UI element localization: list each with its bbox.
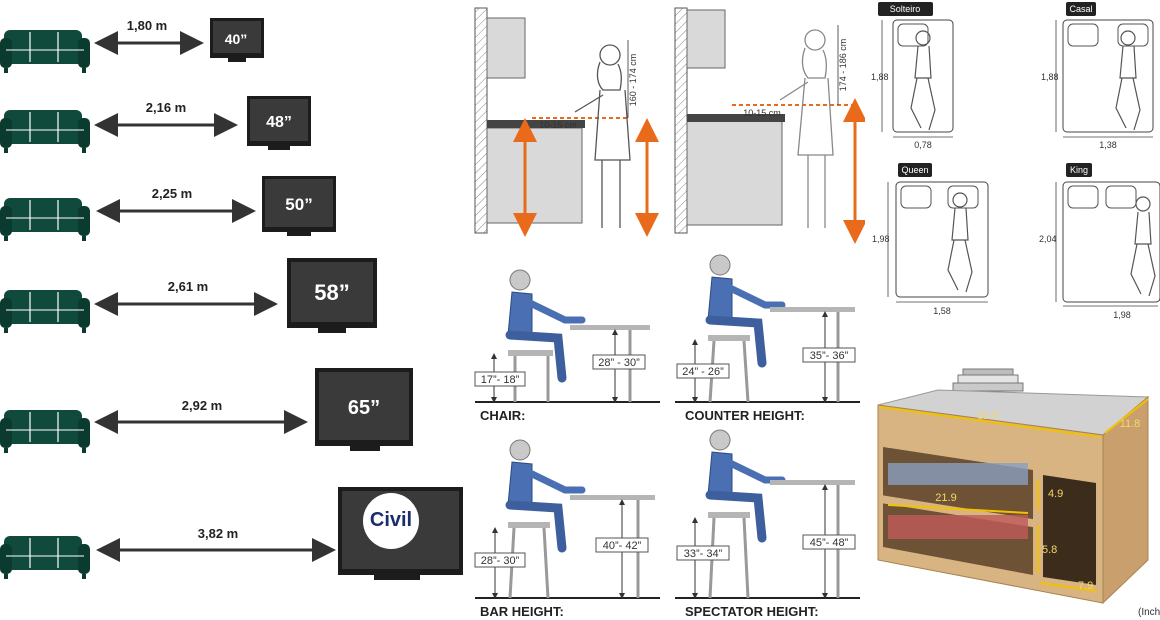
distance-label: 2,92 m	[182, 398, 222, 413]
distance-label: 2,25 m	[152, 186, 192, 201]
sofa-icon	[0, 29, 91, 74]
shelf-height-lower-label: 5.8	[1042, 544, 1057, 556]
person-icon	[508, 270, 582, 378]
bed-casal: Casal 1,88 1,38	[1041, 2, 1154, 150]
bench-depth-label: 11.8	[1120, 418, 1141, 430]
bed-width-label: 1,58	[933, 306, 951, 316]
counter-diagram: 24” - 26” 35”- 36” COUNTER HEIGHT:	[675, 255, 860, 423]
bed-width-label: 1,38	[1099, 140, 1117, 150]
bed-queen: Queen 1,98 1,58	[872, 163, 989, 316]
unit-label: (Inch	[1138, 607, 1160, 618]
bench-width-label: 31.5	[977, 410, 998, 422]
bed-name-label: Solteiro	[890, 4, 921, 14]
bed-length-label: 1,88	[1041, 72, 1059, 82]
bed-sizes-diagram: Solteiro 1,88 0,78 Casal 1,88 1,38 Queen…	[871, 2, 1160, 320]
inner-width-label: 21.9	[935, 492, 956, 504]
height-range-label: 174 - 186 cm	[838, 39, 848, 92]
bed-length-label: 1,98	[872, 234, 890, 244]
tv-row: 2,92 m 65”	[0, 368, 413, 454]
tv-row: 2,25 m 50”	[0, 176, 336, 242]
bed-length-label: 1,88	[871, 72, 889, 82]
chair-diagram: 17”- 18” 28” - 30” CHAIR:	[474, 270, 660, 423]
bed-name-label: Queen	[901, 165, 928, 175]
bed-king: King 2,04 1,98	[1039, 163, 1160, 320]
shelf-height-upper-label: 4.9	[1048, 488, 1063, 500]
bed-name-label: King	[1070, 165, 1088, 175]
table-height-label: 28” - 30”	[598, 357, 640, 369]
tv-size-label: 50”	[285, 195, 312, 214]
woman-icon	[574, 44, 631, 228]
civil-logo: Civil	[363, 493, 419, 549]
seat-height-label: 28”- 30”	[481, 555, 520, 567]
tv-icon	[210, 18, 264, 62]
distance-label: 3,82 m	[198, 526, 238, 541]
tv-size-label: 65”	[348, 397, 380, 419]
seating-type-label: COUNTER HEIGHT:	[685, 408, 805, 423]
bed-width-label: 0,78	[914, 140, 932, 150]
tv-row: 2,16 m 48”	[0, 96, 311, 154]
bar-diagram: 28”- 30” 40”- 42” BAR HEIGHT:	[474, 440, 660, 619]
sofa-icon	[0, 197, 91, 242]
sofa-icon	[0, 409, 91, 454]
books-icon	[952, 368, 1024, 392]
sofa-icon	[0, 109, 91, 154]
bed-solteiro: Solteiro 1,88 0,78	[871, 2, 954, 150]
side-width-label: 7.9	[1078, 580, 1093, 592]
spectator-diagram: 33”- 34” 45”- 48” SPECTATOR HEIGHT:	[675, 430, 860, 619]
tv-distance-chart: 1,80 m 40” 2,16 m 48” 2,25 m 50” 2,61 m	[0, 18, 463, 580]
shoe-bench-diagram: 31.5 11.8 21.9 4.9 5.8 7.9 (Inch	[877, 368, 1160, 618]
sofa-icon	[0, 289, 91, 334]
table-height-label: 40”- 42”	[603, 540, 642, 552]
offset-label: 10-15 cm	[539, 120, 577, 130]
seat-height-label: 17”- 18”	[481, 374, 520, 386]
tv-icon	[247, 96, 311, 150]
distance-label: 2,61 m	[168, 279, 208, 294]
woman-icon	[779, 29, 834, 228]
dimension-lines	[879, 398, 1149, 592]
tv-icon	[262, 176, 336, 236]
tv-row: 3,82 m Civil	[0, 487, 463, 580]
height-range-label: 160 - 174 cm	[628, 54, 638, 107]
seat-height-label: 33”- 34”	[684, 548, 723, 560]
distance-label: 1,80 m	[127, 18, 167, 33]
bench-frame	[877, 395, 1149, 605]
distance-label: 2,16 m	[146, 100, 186, 115]
seating-type-label: SPECTATOR HEIGHT:	[685, 604, 819, 619]
tv-row: 1,80 m 40”	[0, 18, 264, 74]
tv-icon	[287, 258, 377, 333]
offset-label: 10-15 cm	[743, 108, 781, 118]
bed-width-label: 1,98	[1113, 310, 1131, 320]
logo-text: Civil	[370, 509, 412, 531]
table-height-label: 45”- 48”	[810, 537, 849, 549]
bed-length-label: 2,04	[1039, 234, 1057, 244]
kitchen-right: 174 - 186 cm 10-15 cm	[674, 7, 865, 244]
sofa-icon	[0, 535, 91, 580]
bed-name-label: Casal	[1069, 4, 1092, 14]
seat-height-label: 24” - 26”	[682, 366, 724, 378]
table-height-label: 35”- 36”	[810, 350, 849, 362]
kitchen-counter-diagram: 160 - 174 cm 10-15 cm 174 - 186 cm 10-15…	[474, 7, 865, 244]
tv-size-label: 58”	[314, 280, 349, 305]
tv-size-label: 40”	[225, 31, 248, 47]
tv-size-label: 48”	[266, 114, 292, 131]
tv-icon	[315, 368, 413, 451]
kitchen-left: 160 - 174 cm 10-15 cm	[474, 7, 659, 237]
seating-type-label: BAR HEIGHT:	[480, 604, 564, 619]
seating-heights-diagram: 17”- 18” 28” - 30” CHAIR: 24” - 26” 35”-…	[474, 250, 860, 619]
seating-type-label: CHAIR:	[480, 408, 526, 423]
tv-row: 2,61 m 58”	[0, 258, 377, 334]
